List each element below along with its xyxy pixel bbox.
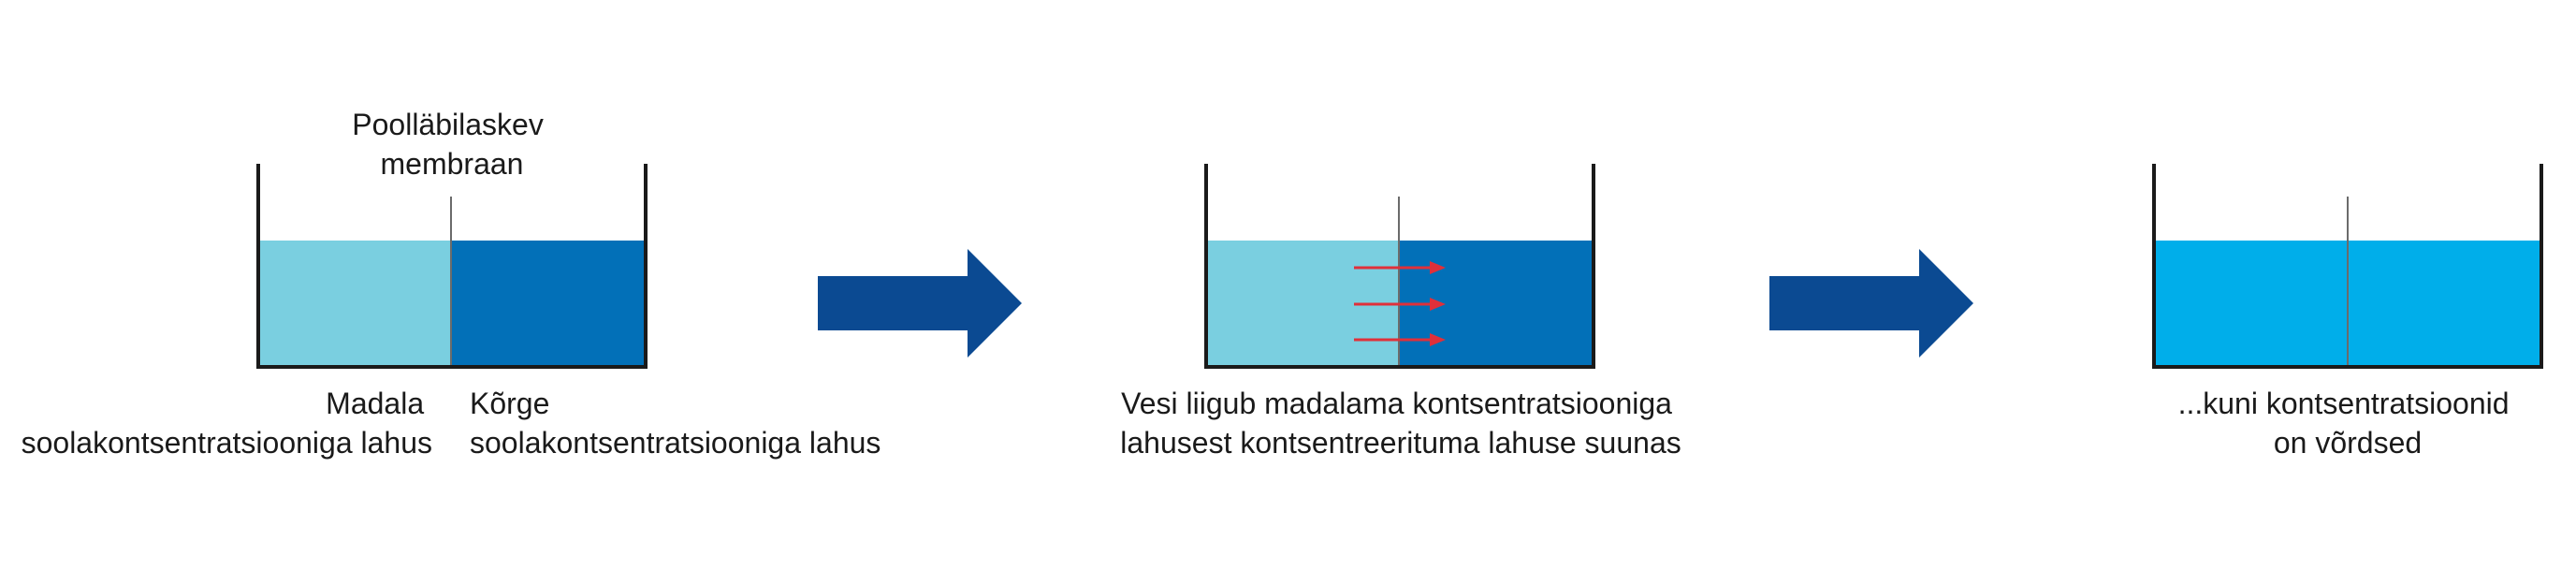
- container: [256, 164, 648, 369]
- flow-arrow-icon: [1354, 261, 1446, 274]
- flow-caption: Vesi liigub madalama kontsentratsiooniga…: [1120, 387, 1681, 460]
- low-concentration-label: Madala soolakontsentratsiooniga lahus: [22, 387, 432, 460]
- low-concentration-solution: [258, 241, 451, 365]
- stage-1: Poolläbilaskev membraan Madala soolakont…: [22, 108, 881, 460]
- high-concentration-solution: [451, 241, 646, 365]
- stage-3: ...kuni kontsentratsioonid on võrdsed: [2152, 164, 2543, 460]
- flow-arrow-icon: [1354, 298, 1446, 311]
- membrane-label: Poolläbilaskev membraan: [352, 108, 551, 181]
- right-arrow-icon: [818, 249, 1022, 358]
- flow-arrow-icon: [1354, 333, 1446, 346]
- container: [2152, 164, 2543, 369]
- right-arrow-icon: [1769, 249, 1973, 358]
- equilibrium-caption: ...kuni kontsentratsioonid on võrdsed: [2178, 387, 2518, 460]
- container: [1204, 164, 1595, 369]
- water-flow-arrows: [1354, 261, 1446, 346]
- high-concentration-label: Kõrge soolakontsentratsiooniga lahus: [470, 387, 880, 460]
- stage-2: Vesi liigub madalama kontsentratsiooniga…: [1120, 164, 1681, 460]
